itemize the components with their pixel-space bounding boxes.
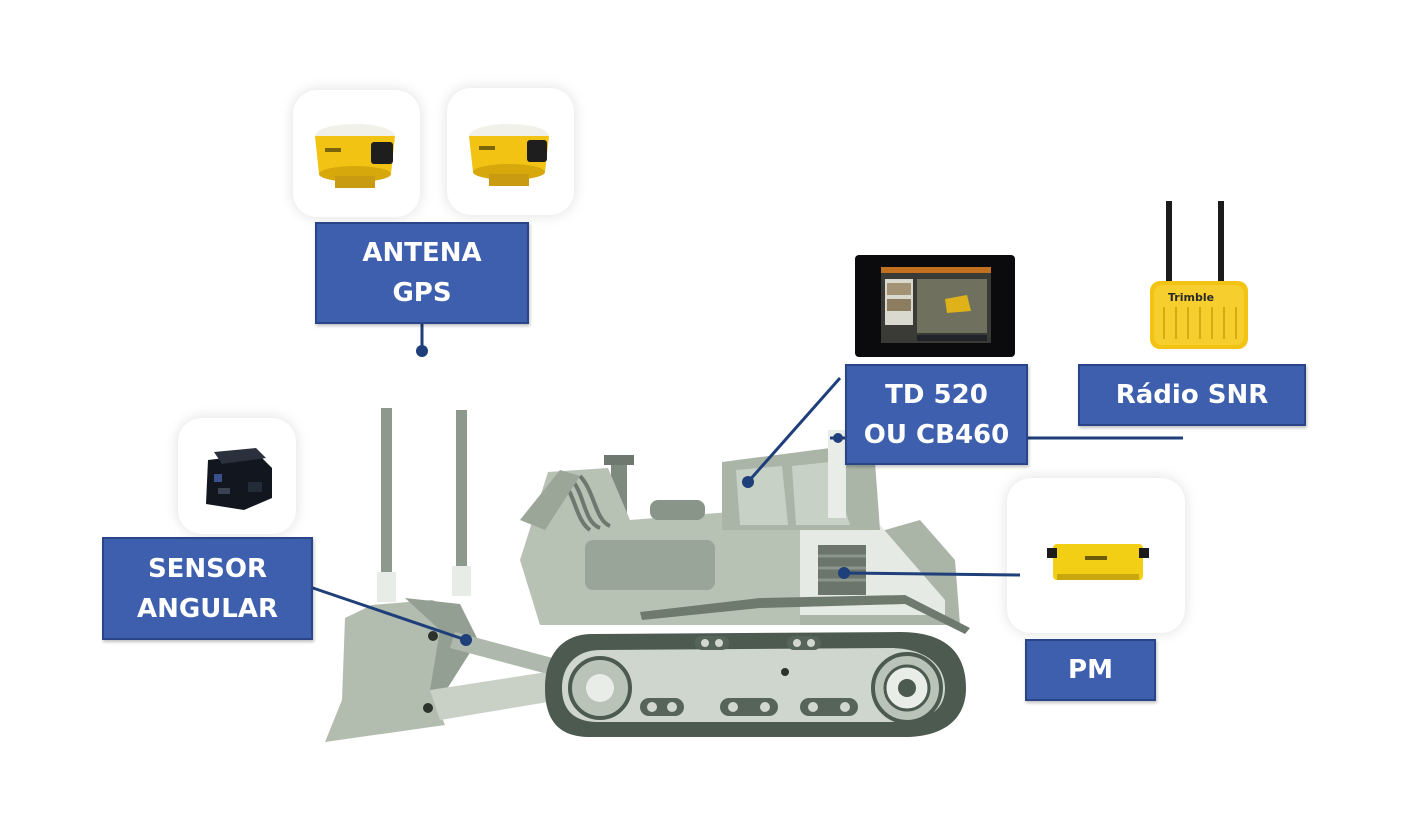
label-antena-gps: ANTENA GPS — [315, 222, 529, 324]
pm-module-icon — [1047, 544, 1149, 580]
gps-mast-left — [381, 408, 392, 576]
mast-base-left — [377, 572, 396, 602]
radio-brand-text: Trimble — [1168, 291, 1214, 304]
gps-antenna-card-1 — [293, 90, 420, 217]
td520-display — [855, 255, 1015, 357]
label-sensor-angular: SENSOR ANGULAR — [102, 537, 313, 640]
radio-antenna-right — [1218, 201, 1224, 287]
label-pm: PM — [1025, 639, 1156, 701]
label-antena-line1: ANTENA — [362, 238, 482, 268]
radio-snr-device: Trimble — [1150, 201, 1248, 349]
display-screen-icon — [881, 267, 991, 343]
rear-grille — [818, 545, 866, 595]
radio-antenna-left — [1166, 201, 1172, 287]
label-td520-line2: OU CB460 — [863, 419, 1010, 450]
angle-sensor-icon — [206, 448, 272, 510]
label-sensor-line1: SENSOR — [147, 553, 268, 584]
gps-antenna-icon — [469, 124, 549, 186]
side-panel — [585, 540, 715, 590]
gps-mast-right — [456, 410, 467, 570]
gps-antenna-icon — [315, 124, 395, 188]
engine-cap — [650, 500, 705, 520]
label-radio-snr: Rádio SNR — [1078, 364, 1306, 426]
fender — [640, 595, 970, 634]
label-td520-line1: TD 520 — [885, 379, 988, 410]
label-antena-line2: GPS — [392, 278, 452, 308]
pm-device-card — [1007, 478, 1185, 633]
cab-window-left — [736, 466, 788, 525]
label-pm-text: PM — [1068, 655, 1113, 685]
label-sensor-line2: ANGULAR — [136, 593, 279, 624]
mast-base-right — [452, 566, 471, 596]
label-td520: TD 520 OU CB460 — [845, 364, 1028, 465]
label-radio-text: Rádio SNR — [1115, 380, 1269, 410]
cab-pillar — [828, 430, 846, 518]
angle-sensor-card — [178, 418, 296, 534]
lift-cylinder — [450, 632, 560, 676]
gps-antenna-card-2 — [447, 88, 574, 215]
